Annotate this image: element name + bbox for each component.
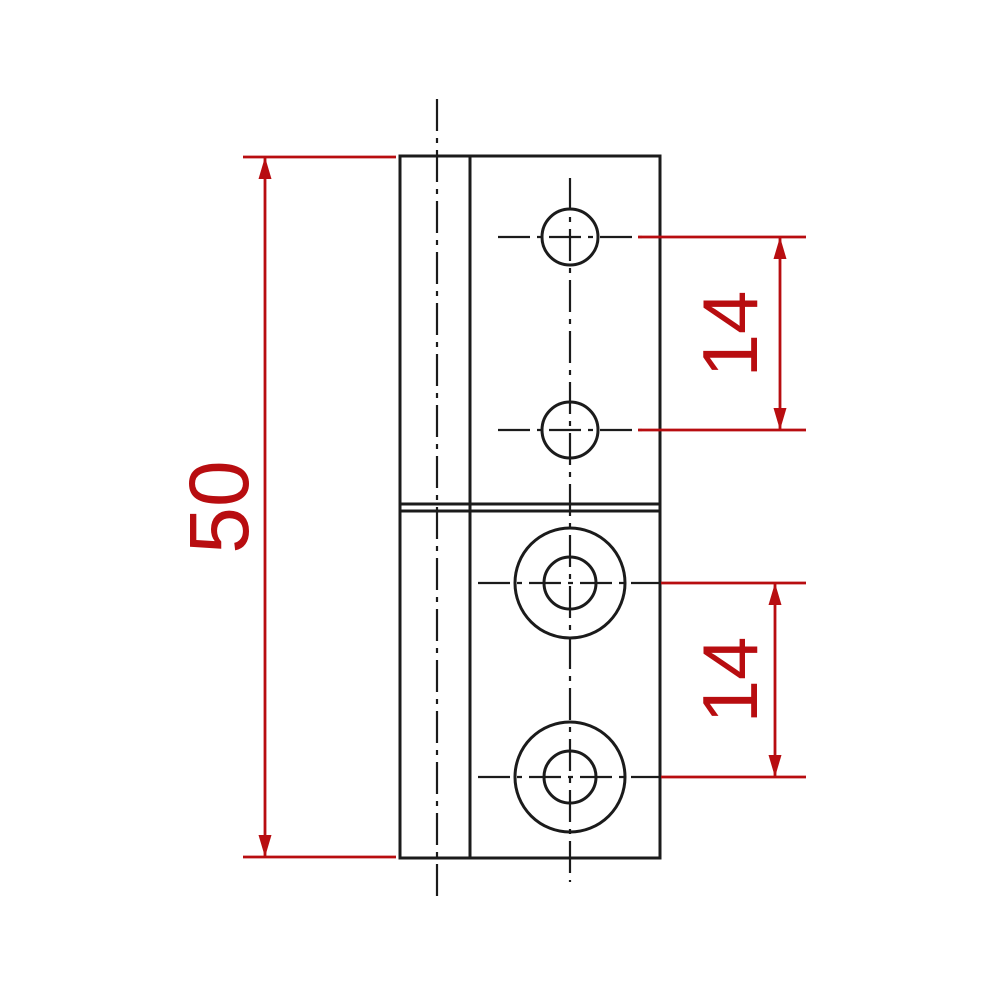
dimension-upper-hole-spacing: 14	[638, 235, 806, 432]
arrowhead-up	[768, 583, 782, 605]
lower-hole-1-bore	[542, 555, 598, 611]
holes	[513, 207, 627, 834]
hinge-body-outline	[398, 154, 662, 860]
dimension-overall-length: 50	[172, 155, 396, 859]
dimension-lower-hole-spacing: 14	[661, 581, 806, 779]
part-outline	[398, 154, 662, 860]
arrowhead-up	[773, 237, 787, 259]
dimension-label-upper-hole-spacing: 14	[686, 291, 774, 378]
upper-hole-2	[540, 400, 600, 460]
dimension-label-lower-hole-spacing: 14	[686, 637, 774, 724]
upper-hole-1	[540, 207, 600, 267]
lower-hole-1-counterbore	[513, 526, 627, 640]
lower-hole-2-counterbore	[513, 720, 627, 834]
arrowhead-down	[258, 835, 272, 857]
arrowhead-up	[258, 157, 272, 179]
dimension-label-overall-length: 50	[172, 460, 266, 553]
centerlines	[435, 99, 660, 899]
arrowhead-down	[773, 408, 787, 430]
lower-hole-2-bore	[542, 749, 598, 805]
arrowhead-down	[768, 755, 782, 777]
